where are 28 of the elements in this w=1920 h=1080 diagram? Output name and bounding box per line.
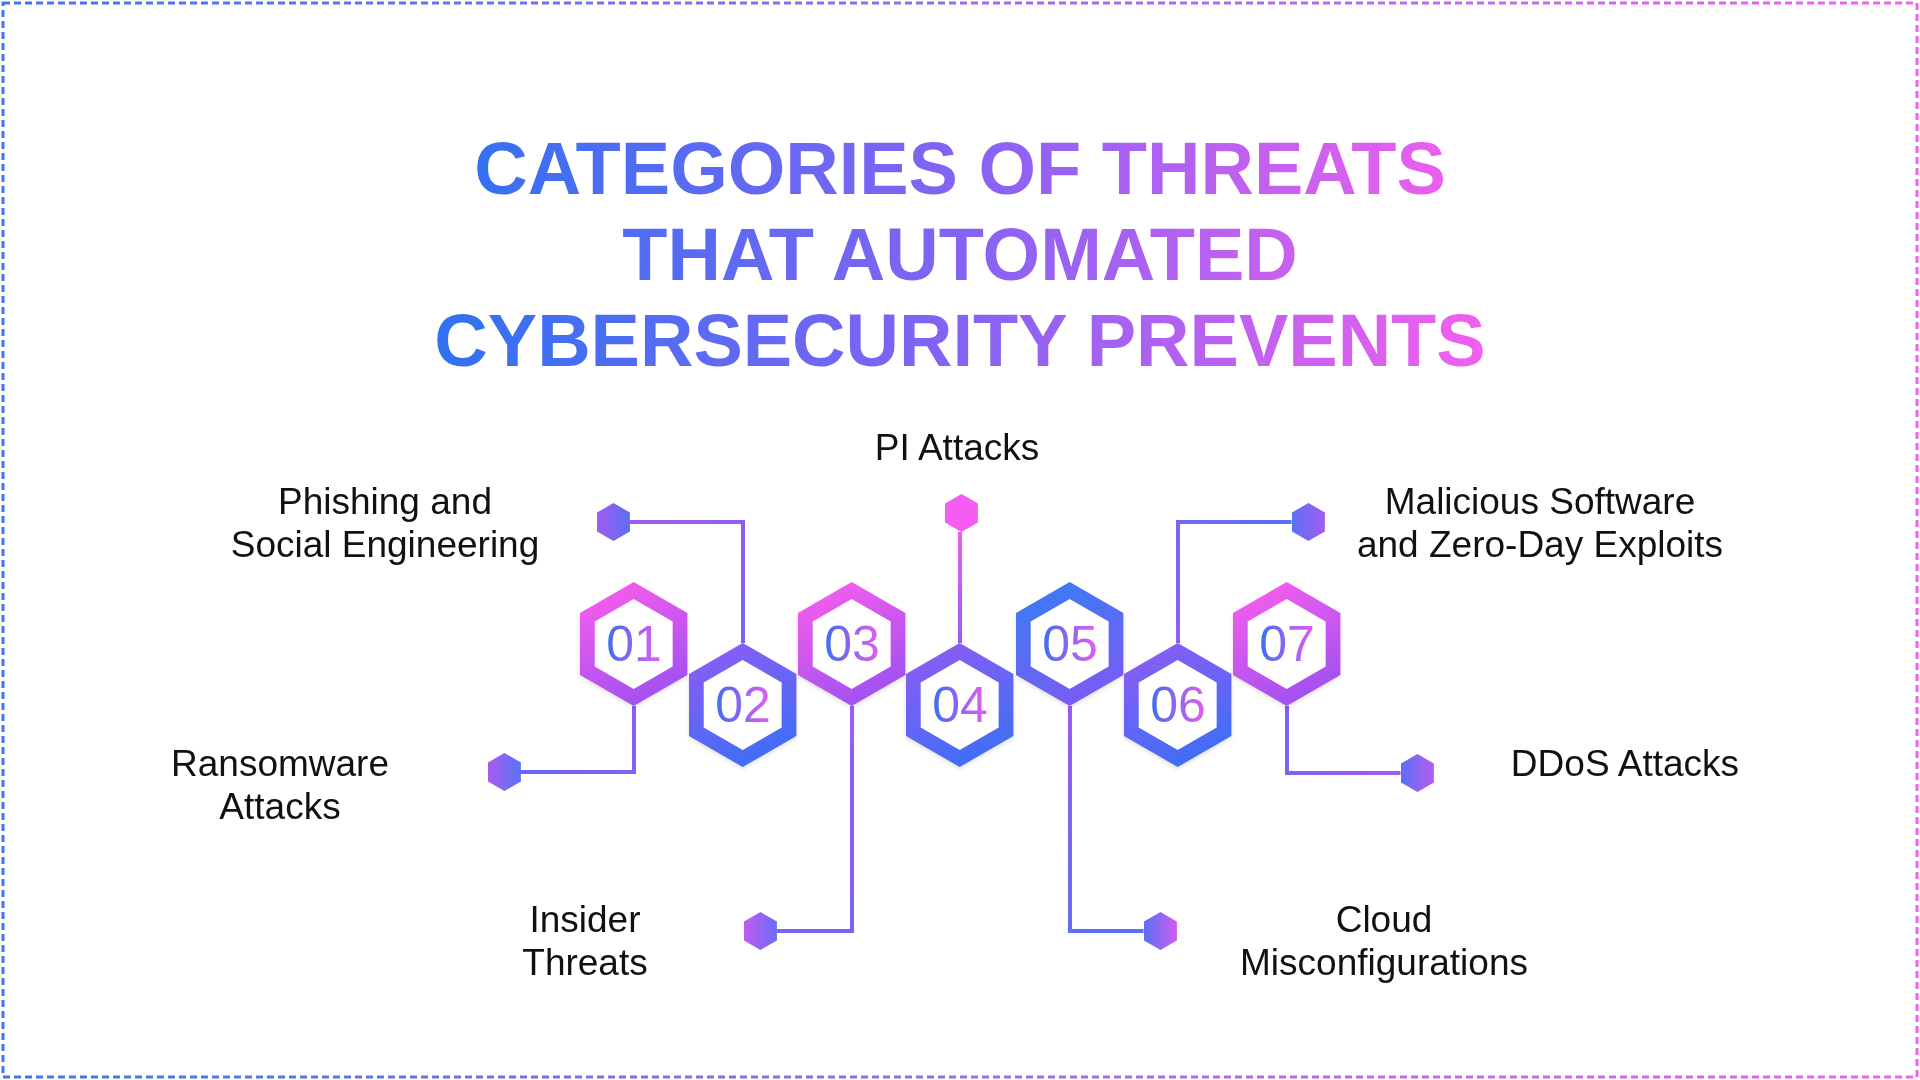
connector-line [629,520,745,643]
threat-label: Malicious Software and Zero-Day Exploits [1355,480,1724,566]
threat-label: DDoS Attacks [1509,742,1741,785]
connector-line [1176,520,1292,643]
hexagon-marker [1400,754,1434,792]
number-hexagon [689,643,797,767]
number-hexagon [798,582,906,706]
threat-label: PI Attacks [873,426,1041,469]
hexagon-marker [944,494,978,532]
threat-label: Cloud Misconfigurations [1239,898,1529,984]
hexagon-marker [596,503,630,541]
connector-line [1068,706,1144,933]
connector-line [958,532,962,643]
threat-label: Insider Threats [521,898,649,984]
threat-label: Phishing and Social Engineering [229,480,541,566]
number-hexagon [1233,582,1341,706]
connector-line [776,706,854,933]
number-hexagon [580,582,688,706]
connector-line [1285,706,1401,775]
hexagon-marker [487,753,521,791]
number-hexagon [1016,582,1124,706]
connector-line [520,706,636,774]
number-hexagon [906,643,1014,767]
threat-label: Ransomware Attacks [170,742,390,828]
hexagon-marker [1291,503,1325,541]
hexagon-marker [1143,912,1177,950]
hexagon-marker [743,912,777,950]
number-hexagon [1124,643,1232,767]
